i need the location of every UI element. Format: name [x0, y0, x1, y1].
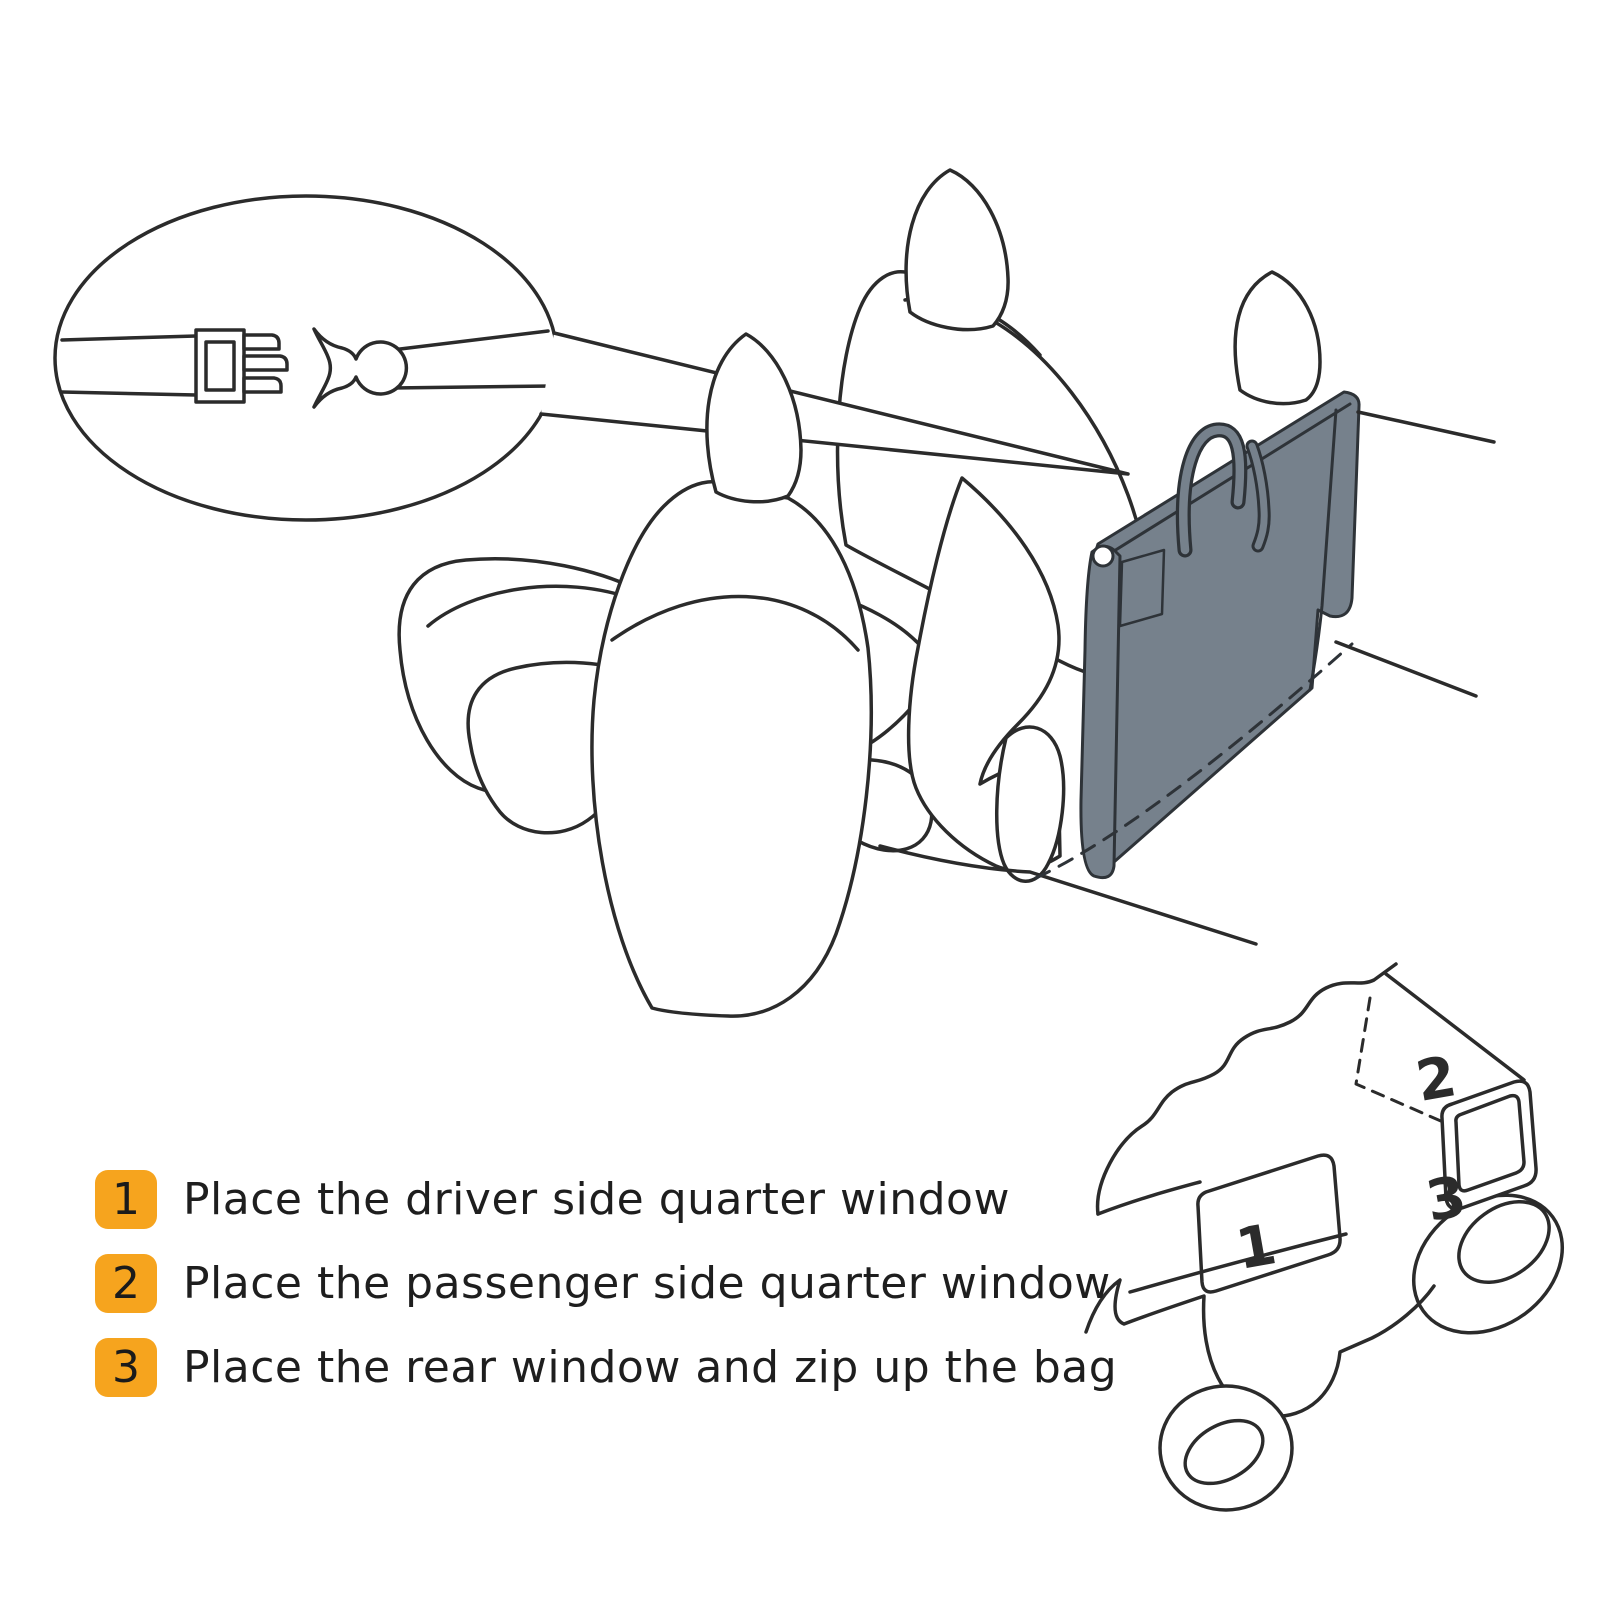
buckle-female-icon: [312, 327, 409, 409]
jeep-spare-tire: [1411, 1193, 1565, 1335]
jeep-roof-edge: [1384, 972, 1526, 1082]
jeep-window-2-label: 2: [1411, 1044, 1461, 1115]
floor-line-upper-right: [1356, 410, 1496, 444]
step-1-badge: 1: [95, 1169, 157, 1229]
bag-rim-line: [1104, 402, 1352, 558]
step-1-text: Place the driver side quarter window: [183, 1173, 1010, 1225]
driver-headrest: [705, 332, 803, 504]
jeep-cover-wavy-edge: [1095, 962, 1398, 1216]
bag-handle-left: [1179, 425, 1245, 555]
jeep-rear-window: [1440, 1079, 1538, 1211]
rear-headrest: [1233, 270, 1322, 406]
rear-seat-cushion-bump: [995, 725, 1066, 883]
bag-left-gusset: [1079, 545, 1122, 880]
step-2-badge: 2: [95, 1253, 157, 1313]
jeep-illustration: 1 2 3: [1084, 962, 1565, 1512]
jeep-rear-wheel: [1158, 1384, 1294, 1512]
bag-label-patch: [1118, 548, 1166, 628]
strap-right-icon: [390, 329, 554, 390]
instruction-step-1: 1 Place the driver side quarter window: [95, 1169, 1010, 1229]
step-3-badge: 3: [95, 1337, 157, 1397]
jeep-body-outline: [1084, 1278, 1436, 1419]
step-2-text: Place the passenger side quarter window: [183, 1257, 1111, 1309]
driver-seat: [397, 332, 873, 1018]
driver-seat-cushion-seam: [426, 584, 638, 628]
cargo-floor-lines: [1334, 410, 1496, 698]
jeep-front-body-line: [1096, 1180, 1202, 1216]
instruction-step-3: 3 Place the rear window and zip up the b…: [95, 1337, 1117, 1397]
passenger-headrest: [904, 168, 1010, 332]
bag-hook-gap: [1091, 544, 1115, 568]
driver-seatback: [590, 480, 873, 1018]
step-3-text: Place the rear window and zip up the bag: [183, 1341, 1118, 1393]
instruction-step-2: 2 Place the passenger side quarter windo…: [95, 1253, 1111, 1313]
detail-callout-ellipse: [53, 194, 559, 522]
driver-seat-seam: [610, 594, 860, 652]
callout-pointer-edges: [539, 331, 1130, 476]
strap-left-icon: [60, 334, 198, 397]
callout-pointer: [539, 331, 1130, 476]
floor-line-left: [878, 844, 1258, 946]
jeep-side-window: [1196, 1153, 1342, 1294]
window-bag: [1034, 390, 1361, 880]
rear-seat: [878, 270, 1322, 946]
buckle-male-icon: [194, 328, 289, 404]
bag-zipper-dashes: [1034, 642, 1354, 880]
bag-handle-right: [1248, 442, 1268, 550]
jeep-sill-line: [1128, 1232, 1348, 1294]
floor-line-lower-right: [1334, 640, 1478, 698]
buckle-detail-callout: [53, 194, 559, 522]
